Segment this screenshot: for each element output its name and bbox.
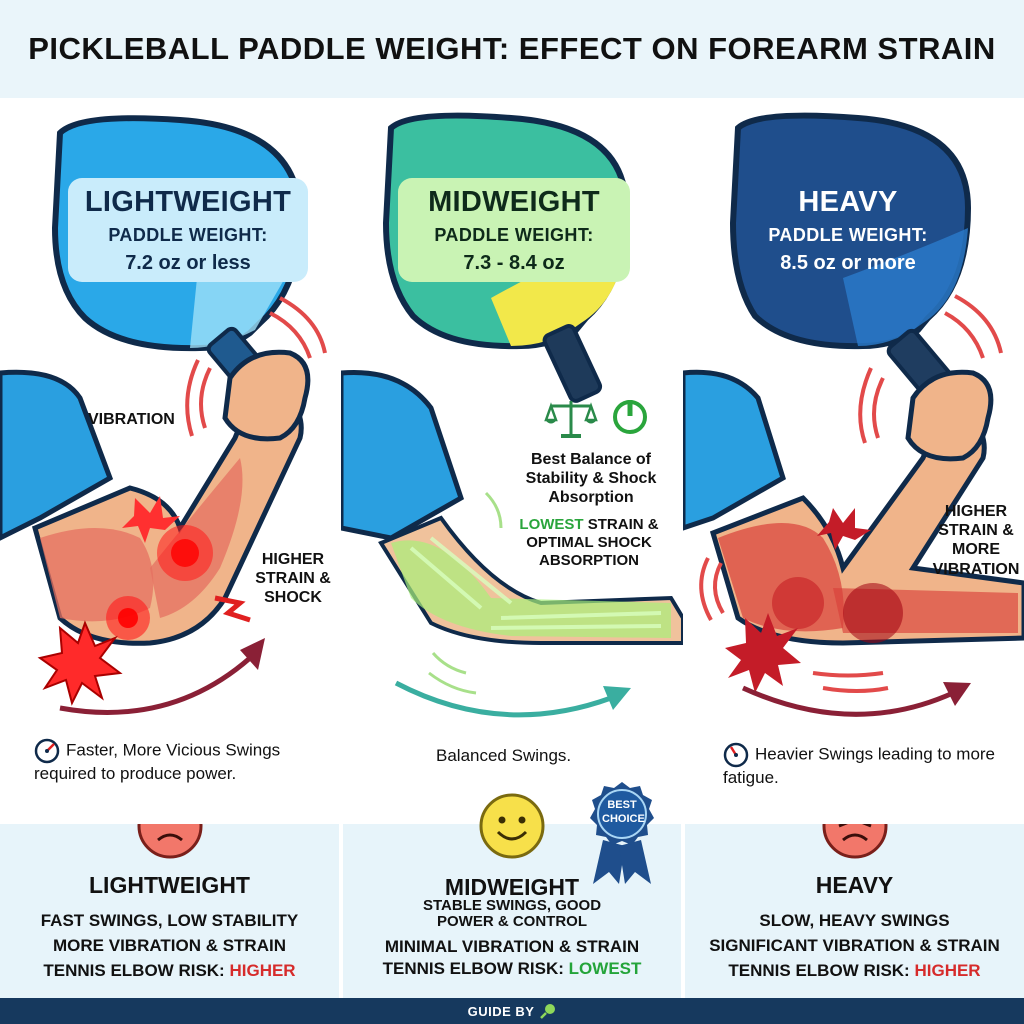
happy-face-icon	[479, 793, 545, 859]
weight-label: PADDLE WEIGHT:	[768, 224, 928, 245]
swing-arrow	[741, 685, 955, 717]
swing-arrow	[394, 680, 612, 718]
shirt-sleeve	[683, 369, 786, 531]
footer-text: GUIDE BY	[467, 1003, 535, 1019]
speedometer-icon	[34, 738, 60, 764]
lowest-highlight: LOWEST	[519, 516, 584, 533]
category-label: LIGHTWEIGHT	[84, 185, 292, 218]
paddle-icon	[729, 112, 972, 412]
lightweight-panel: LIGHTWEIGHT PADDLE WEIGHT: 7.2 oz or les…	[0, 98, 341, 824]
page-title: PICKLEBALL PADDLE WEIGHT: EFFECT ON FORE…	[28, 31, 996, 66]
summary-line: FAST SWINGS, LOW STABILITY	[40, 911, 299, 930]
summary-title: LIGHTWEIGHT	[89, 872, 250, 898]
speedometer-icon	[723, 742, 749, 768]
header: PICKLEBALL PADDLE WEIGHT: EFFECT ON FORE…	[0, 0, 1024, 98]
best-choice-badge: BEST CHOICE	[581, 780, 663, 886]
risk-value: LOWEST	[568, 959, 642, 978]
strain-label: HIGHER STRAIN & SHOCK	[255, 551, 331, 607]
lowest-strain-note: LOWEST STRAIN & OPTIMAL SHOCK ABSORPTION	[491, 516, 683, 570]
badge-label: BEST CHOICE	[602, 799, 645, 825]
weight-label: PADDLE WEIGHT:	[108, 224, 268, 245]
summary-lines: STABLE SWINGS, GOOD POWER & CONTROL MINI…	[343, 898, 681, 980]
midweight-weight-card: MIDWEIGHT PADDLE WEIGHT: 7.3 - 8.4 oz	[398, 178, 630, 282]
risk-line: TENNIS ELBOW RISK: HIGHER	[685, 958, 1024, 983]
swing-arrow	[59, 656, 252, 715]
summary-line: SLOW, HEAVY SWINGS	[759, 911, 950, 930]
shirt-sleeve	[341, 369, 465, 541]
heavy-panel: HEAVY PADDLE WEIGHT: 8.5 oz or more HIGH…	[683, 98, 1024, 824]
heavy-summary: HEAVY SLOW, HEAVY SWINGS SIGNIFICANT VIB…	[685, 824, 1024, 998]
swing-note: Balanced Swings.	[436, 746, 572, 765]
risk-value: HIGHER	[229, 961, 296, 980]
strained-face-icon	[822, 824, 887, 859]
swing-note-text: Heavier Swings leading to more fatigue.	[723, 744, 996, 787]
summary-lines: SLOW, HEAVY SWINGS SIGNIFICANT VIBRATION…	[685, 908, 1024, 983]
vibration-label: VIBRATION	[88, 411, 175, 428]
lightweight-weight-card: LIGHTWEIGHT PADDLE WEIGHT: 7.2 oz or les…	[68, 178, 308, 282]
risk-line: TENNIS ELBOW RISK: LOWEST	[343, 958, 681, 980]
balance-scale-icon	[544, 401, 598, 438]
summary-line: MINIMAL VIBRATION & STRAIN	[384, 937, 640, 956]
strain-label: HIGHER STRAIN & MORE VIBRATION	[932, 503, 1020, 578]
category-label: HEAVY	[798, 185, 898, 218]
balance-note: Best Balance of Stability & Shock Absorp…	[525, 451, 657, 507]
summary-line: STABLE SWINGS, GOOD POWER & CONTROL	[422, 897, 602, 930]
shirt-sleeve	[0, 369, 114, 541]
weight-label: PADDLE WEIGHT:	[434, 224, 594, 245]
lowest-rest: STRAIN & OPTIMAL SHOCK ABSORPTION	[526, 516, 659, 569]
shock-icon	[214, 595, 251, 623]
summary-lines: FAST SWINGS, LOW STABILITY MORE VIBRATIO…	[0, 908, 339, 983]
lightweight-illustration	[0, 115, 327, 715]
risk-label: TENNIS ELBOW RISK:	[43, 961, 225, 980]
ribbon-icon	[590, 782, 654, 884]
weight-value: 8.5 oz or more	[780, 251, 916, 274]
risk-label: TENNIS ELBOW RISK:	[728, 961, 910, 980]
swing-note: Heavier Swings leading to more fatigue.	[723, 742, 1023, 788]
summary-title: HEAVY	[815, 872, 894, 898]
risk-line: TENNIS ELBOW RISK: HIGHER	[0, 958, 339, 983]
midweight-summary: BEST CHOICE MIDWEIGHT STABLE SWINGS, GOO…	[343, 782, 681, 998]
category-label: MIDWEIGHT	[428, 185, 600, 218]
swing-note-text: Faster, More Vicious Swings required to …	[34, 740, 281, 783]
heavy-illustration	[683, 112, 1024, 717]
swing-note: Faster, More Vicious Swings required to …	[34, 738, 334, 784]
lightweight-summary: LIGHTWEIGHT FAST SWINGS, LOW STABILITY M…	[0, 824, 339, 998]
footer: GUIDE BY	[0, 998, 1024, 1024]
midweight-panel: MIDWEIGHT PADDLE WEIGHT: 7.3 - 8.4 oz Be…	[341, 98, 683, 824]
risk-value: HIGHER	[914, 961, 981, 980]
power-icon	[613, 400, 647, 434]
weight-value: 7.2 oz or less	[125, 251, 251, 274]
summary-line: MORE VIBRATION & STRAIN	[53, 936, 286, 955]
paddle-logo-icon	[540, 1004, 556, 1019]
risk-label: TENNIS ELBOW RISK:	[382, 959, 564, 978]
heavy-weight-card: HEAVY PADDLE WEIGHT: 8.5 oz or more	[738, 178, 958, 282]
sad-face-icon	[137, 824, 202, 859]
summary-title: MIDWEIGHT	[444, 874, 580, 900]
summary-line: SIGNIFICANT VIBRATION & STRAIN	[709, 936, 1000, 955]
weight-value: 7.3 - 8.4 oz	[463, 251, 565, 274]
